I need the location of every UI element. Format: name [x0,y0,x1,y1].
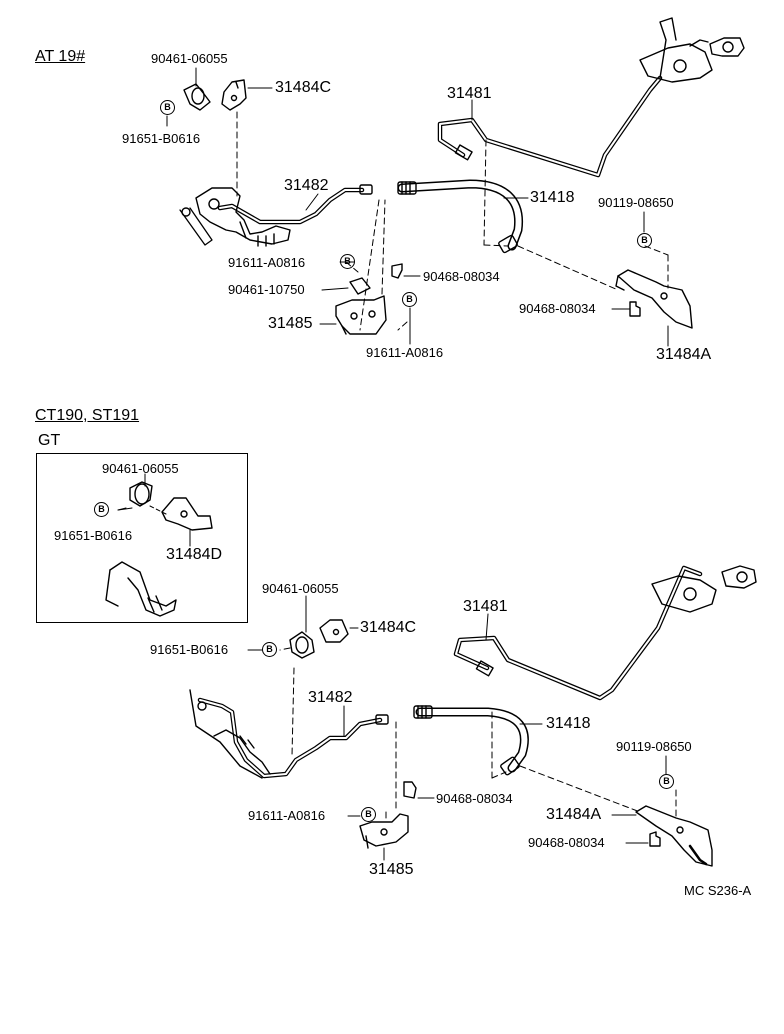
brake-tube-31482-top [179,184,373,247]
part-label-31418-top: 31418 [530,189,575,206]
bracket-31484A-top [615,269,693,329]
bolt-badge-icon: B [262,642,277,657]
bolt-badge-icon: B [340,254,355,269]
bracket-31485-bottom [359,813,409,849]
part-label-31482-bottom: 31482 [308,689,353,706]
leader-lines-top [236,111,669,331]
top-assembly [179,17,745,335]
clip-90468-08034-bottom-a [403,781,417,799]
brake-tube-31481-bottom [453,565,757,701]
flex-hose-31418-bottom [413,705,529,776]
part-label-90468-08034-top-a: 90468-08034 [423,269,500,284]
bracket-31485-top [335,295,387,335]
flex-hose-31418-top [397,179,524,254]
clip-90468-08034-top-a [391,263,403,279]
clamp-90461-06055-bottom [289,631,315,659]
bolt-badge-icon: B [361,807,376,822]
part-label-31481-bottom: 31481 [463,598,508,615]
bolt-badge-icon: B [637,233,652,248]
bottom-assembly [189,565,757,867]
part-label-31484C-bottom: 31484C [360,619,417,636]
clamp-90461-06055-top [183,83,211,111]
clip-90468-08034-bottom-b [649,831,661,847]
part-label-91611-A0816-bottom: 91611-A0816 [248,808,326,823]
part-label-90461-06055-gt: 90461-06055 [102,461,179,476]
gt-inset-box [36,453,248,623]
clip-90468-08034-top-b [629,301,641,317]
section-header-gt: GT [38,432,61,449]
part-label-90119-08650-top: 90119-08650 [598,195,674,210]
part-label-31484C-top: 31484C [275,79,332,96]
part-label-90468-08034-bottom-b: 90468-08034 [528,835,605,850]
bolt-badge-icon: B [402,292,417,307]
section-header-ct190-st191: CT190, ST191 [35,407,140,424]
part-label-90468-08034-top-b: 90468-08034 [519,301,596,316]
clamp-90461-10750-top [349,277,371,295]
bolt-badge-icon: B [160,100,175,115]
part-label-91651-B0616-gt: 91651-B0616 [54,528,133,543]
bolt-badge-icon: B [659,774,674,789]
part-label-31485-top: 31485 [268,315,313,332]
bracket-31484C-bottom [319,619,349,643]
part-label-31484D-gt: 31484D [166,546,223,563]
brake-tube-31482-bottom [189,689,389,779]
part-label-31482-top: 31482 [284,177,329,194]
label-leaders [117,67,669,861]
bolt-badge-icon: B [94,502,109,517]
bracket-31484C-top [221,79,247,111]
part-label-90461-06055-bottom: 90461-06055 [262,581,339,596]
leader-lines-bottom [279,647,677,823]
part-label-91651-B0616-top: 91651-B0616 [122,131,201,146]
part-label-91611-A0816-top-b: 91611-A0816 [366,345,444,360]
part-label-90119-08650-bottom: 90119-08650 [616,739,692,754]
part-label-31418-bottom: 31418 [546,715,591,732]
part-label-31485-bottom: 31485 [369,861,414,878]
bracket-31484A-bottom [635,805,713,867]
part-label-91611-A0816-top-a: 91611-A0816 [228,255,306,270]
part-label-90461-10750-top: 90461-10750 [228,282,305,297]
part-label-31484A-bottom: 31484A [546,806,602,823]
part-label-91651-B0616-bottom: 91651-B0616 [150,642,229,657]
diagram-code: MC S236-A [684,883,752,898]
part-label-90468-08034-bottom-a: 90468-08034 [436,791,513,806]
part-label-31481-top: 31481 [447,85,492,102]
part-label-90461-06055-top: 90461-06055 [151,51,228,66]
part-label-31484A-top: 31484A [656,346,712,363]
gt-inset-artwork [105,481,213,617]
section-header-at19: AT 19# [35,48,86,65]
